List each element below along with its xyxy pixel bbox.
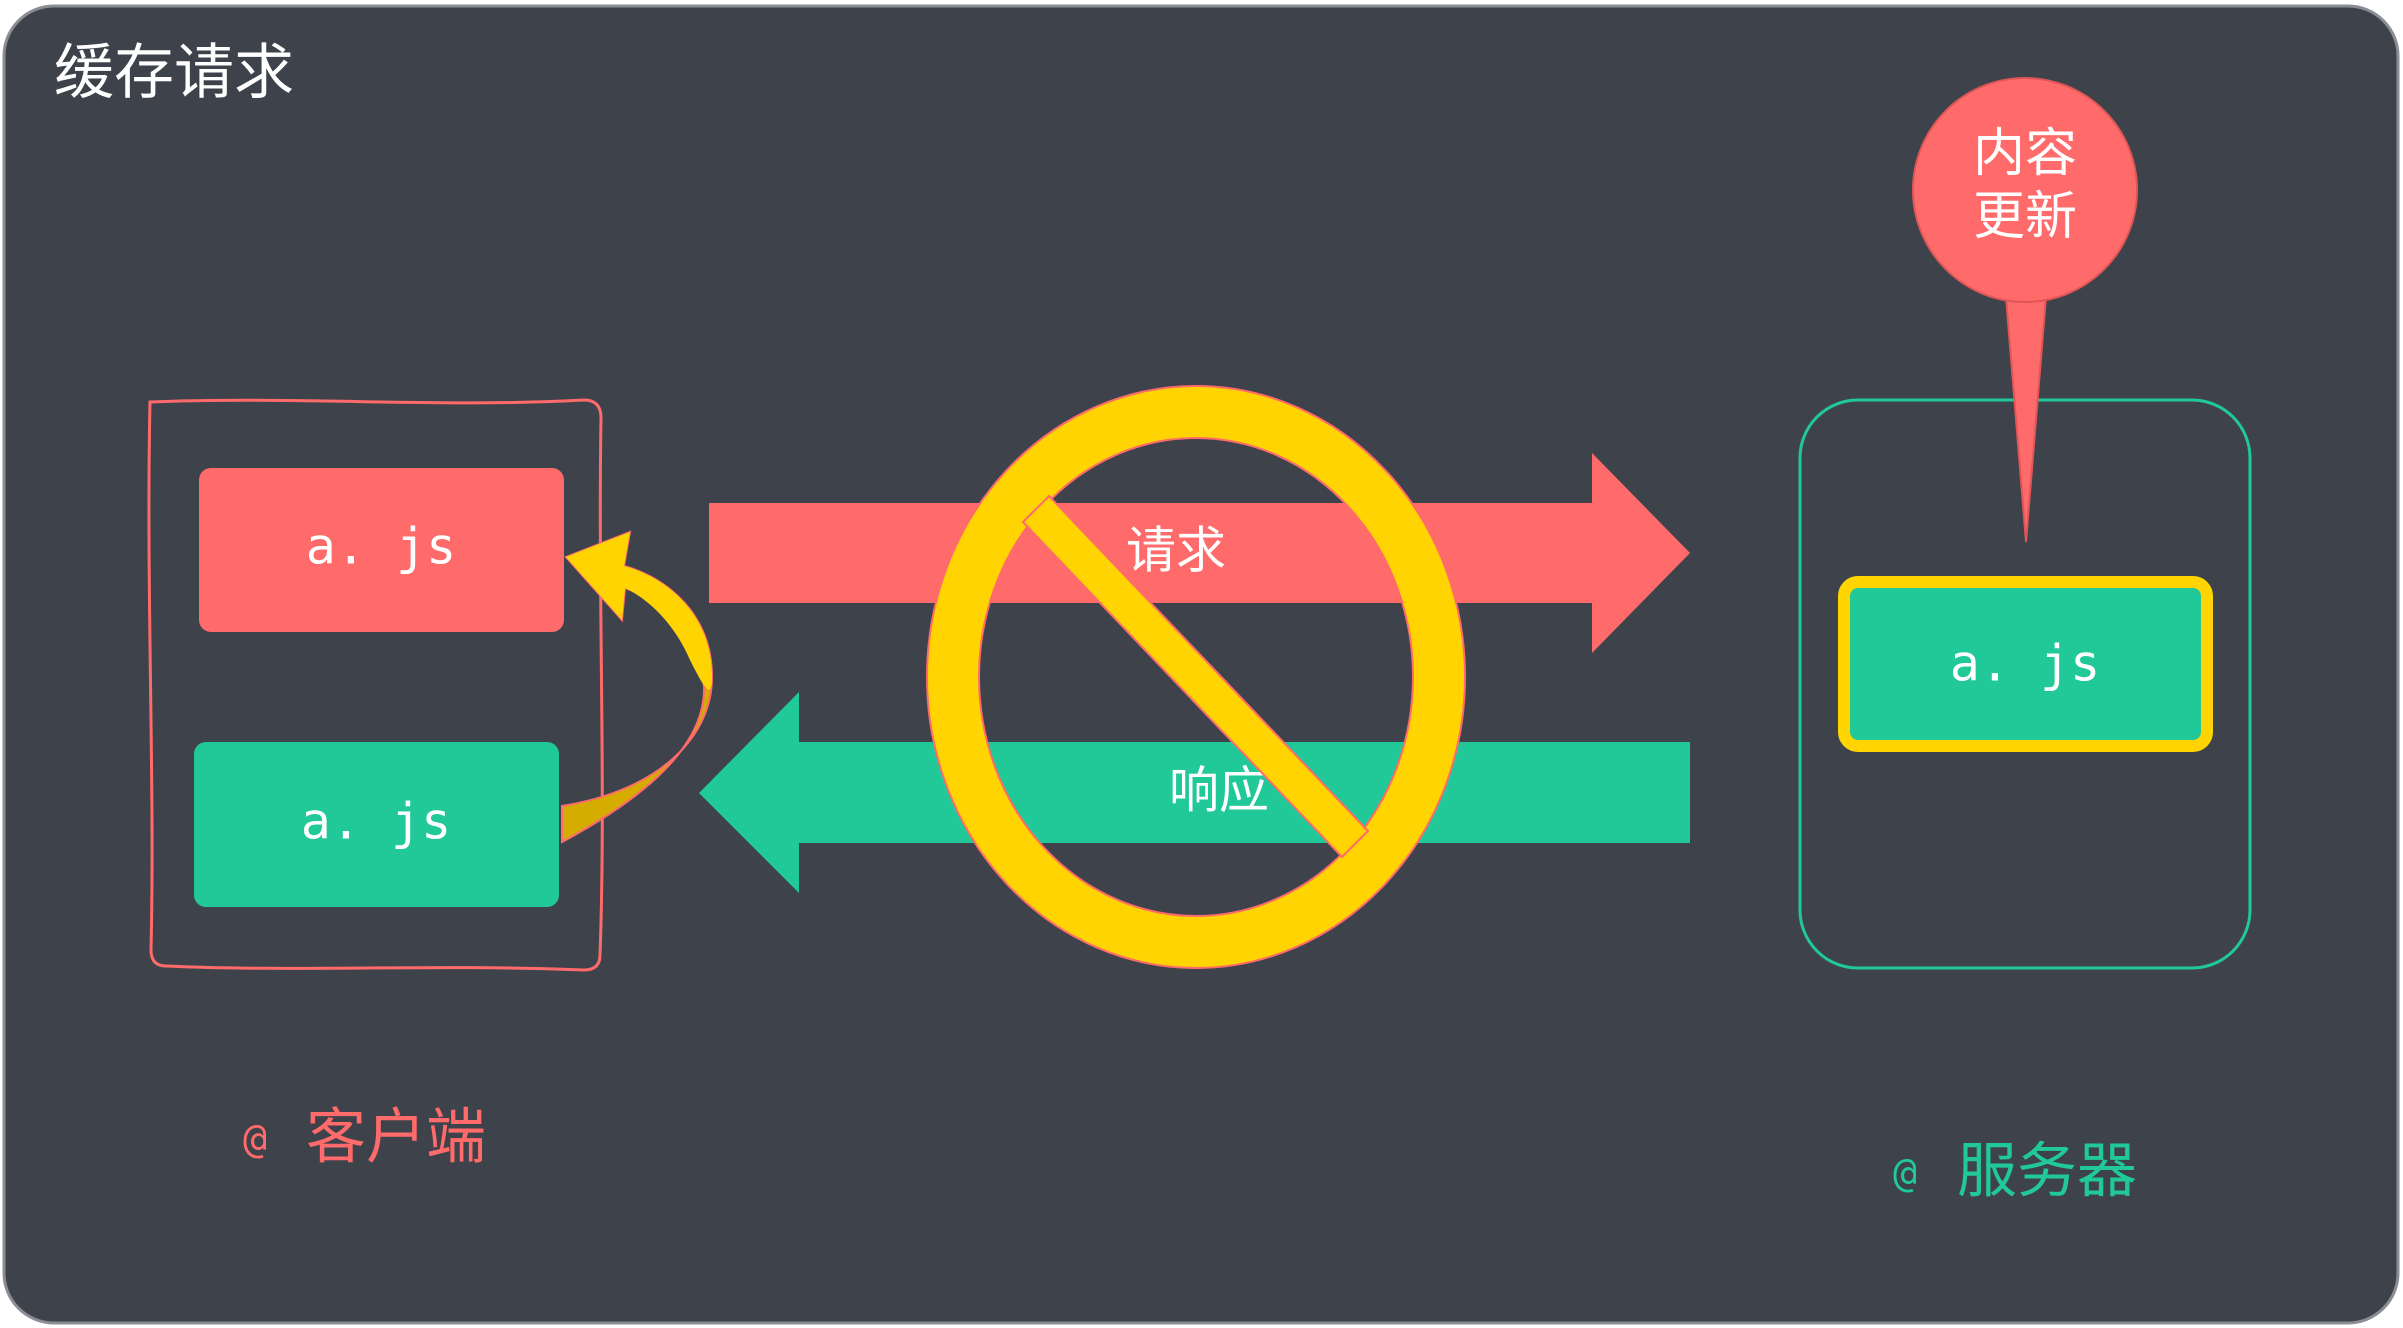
- update-callout-line1: 内容: [1973, 124, 2077, 184]
- client-cached-file-label: a. js: [306, 518, 457, 576]
- client-cached-file-box[interactable]: [199, 468, 564, 632]
- server-file-label: a. js: [1950, 635, 2101, 693]
- server-label: 服务器: [1957, 1137, 2137, 1207]
- response-label: 响应: [1169, 762, 1269, 820]
- client-local-file-box[interactable]: [194, 742, 559, 907]
- server-at-symbol: @: [1893, 1150, 1917, 1196]
- diagram-title: 缓存请求: [54, 38, 294, 108]
- request-label: 请求: [1126, 522, 1226, 580]
- client-local-file-label: a. js: [301, 793, 452, 851]
- client-at-symbol: @: [243, 1116, 267, 1162]
- cache-return-arrow-highlight: [566, 532, 712, 690]
- client-container: [147, 398, 604, 972]
- client-label: 客户端: [306, 1103, 486, 1173]
- update-callout-line2: 更新: [1973, 187, 2077, 247]
- update-callout-bubble: [1912, 77, 2138, 303]
- server-file-box[interactable]: [1838, 576, 2213, 752]
- prohibited-icon: [926, 385, 1466, 969]
